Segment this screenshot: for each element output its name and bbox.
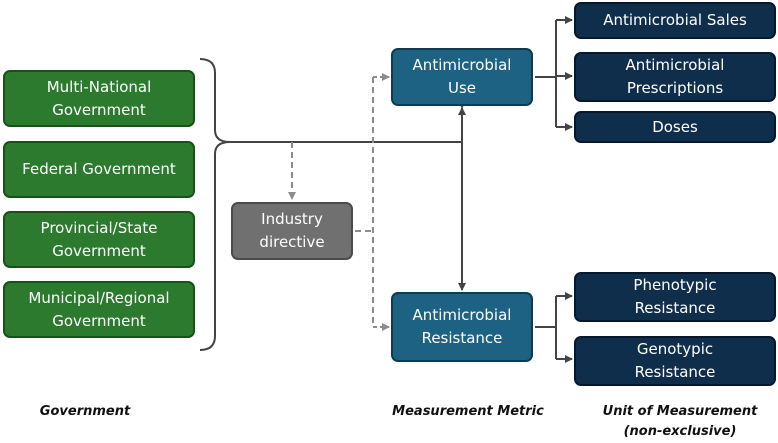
gov-federal-box: Federal Government	[3, 141, 195, 198]
unit-doses-box: Doses	[574, 111, 776, 143]
caption-measurement-metric: Measurement Metric	[392, 404, 544, 419]
unit-phenotypic-box: Phenotypic Resistance	[574, 272, 776, 322]
unit-genotypic-box: Genotypic Resistance	[574, 336, 776, 386]
antimicrobial-resistance-box: Antimicrobial Resistance	[391, 292, 533, 362]
gov-municipal-box: Municipal/Regional Government	[3, 281, 195, 338]
unit-prescriptions-box: Antimicrobial Prescriptions	[574, 52, 776, 102]
caption-unit-of-measurement: Unit of Measurement (non-exclusive)	[602, 404, 758, 439]
government-bracket	[199, 58, 231, 351]
unit-sales-box: Antimicrobial Sales	[574, 2, 776, 39]
gov-multinational-box: Multi-National Government	[3, 70, 195, 127]
industry-directive-box: Industry directive	[231, 202, 353, 260]
antimicrobial-use-box: Antimicrobial Use	[391, 48, 533, 106]
caption-government: Government	[39, 404, 131, 419]
gov-provincial-box: Provincial/State Government	[3, 211, 195, 268]
